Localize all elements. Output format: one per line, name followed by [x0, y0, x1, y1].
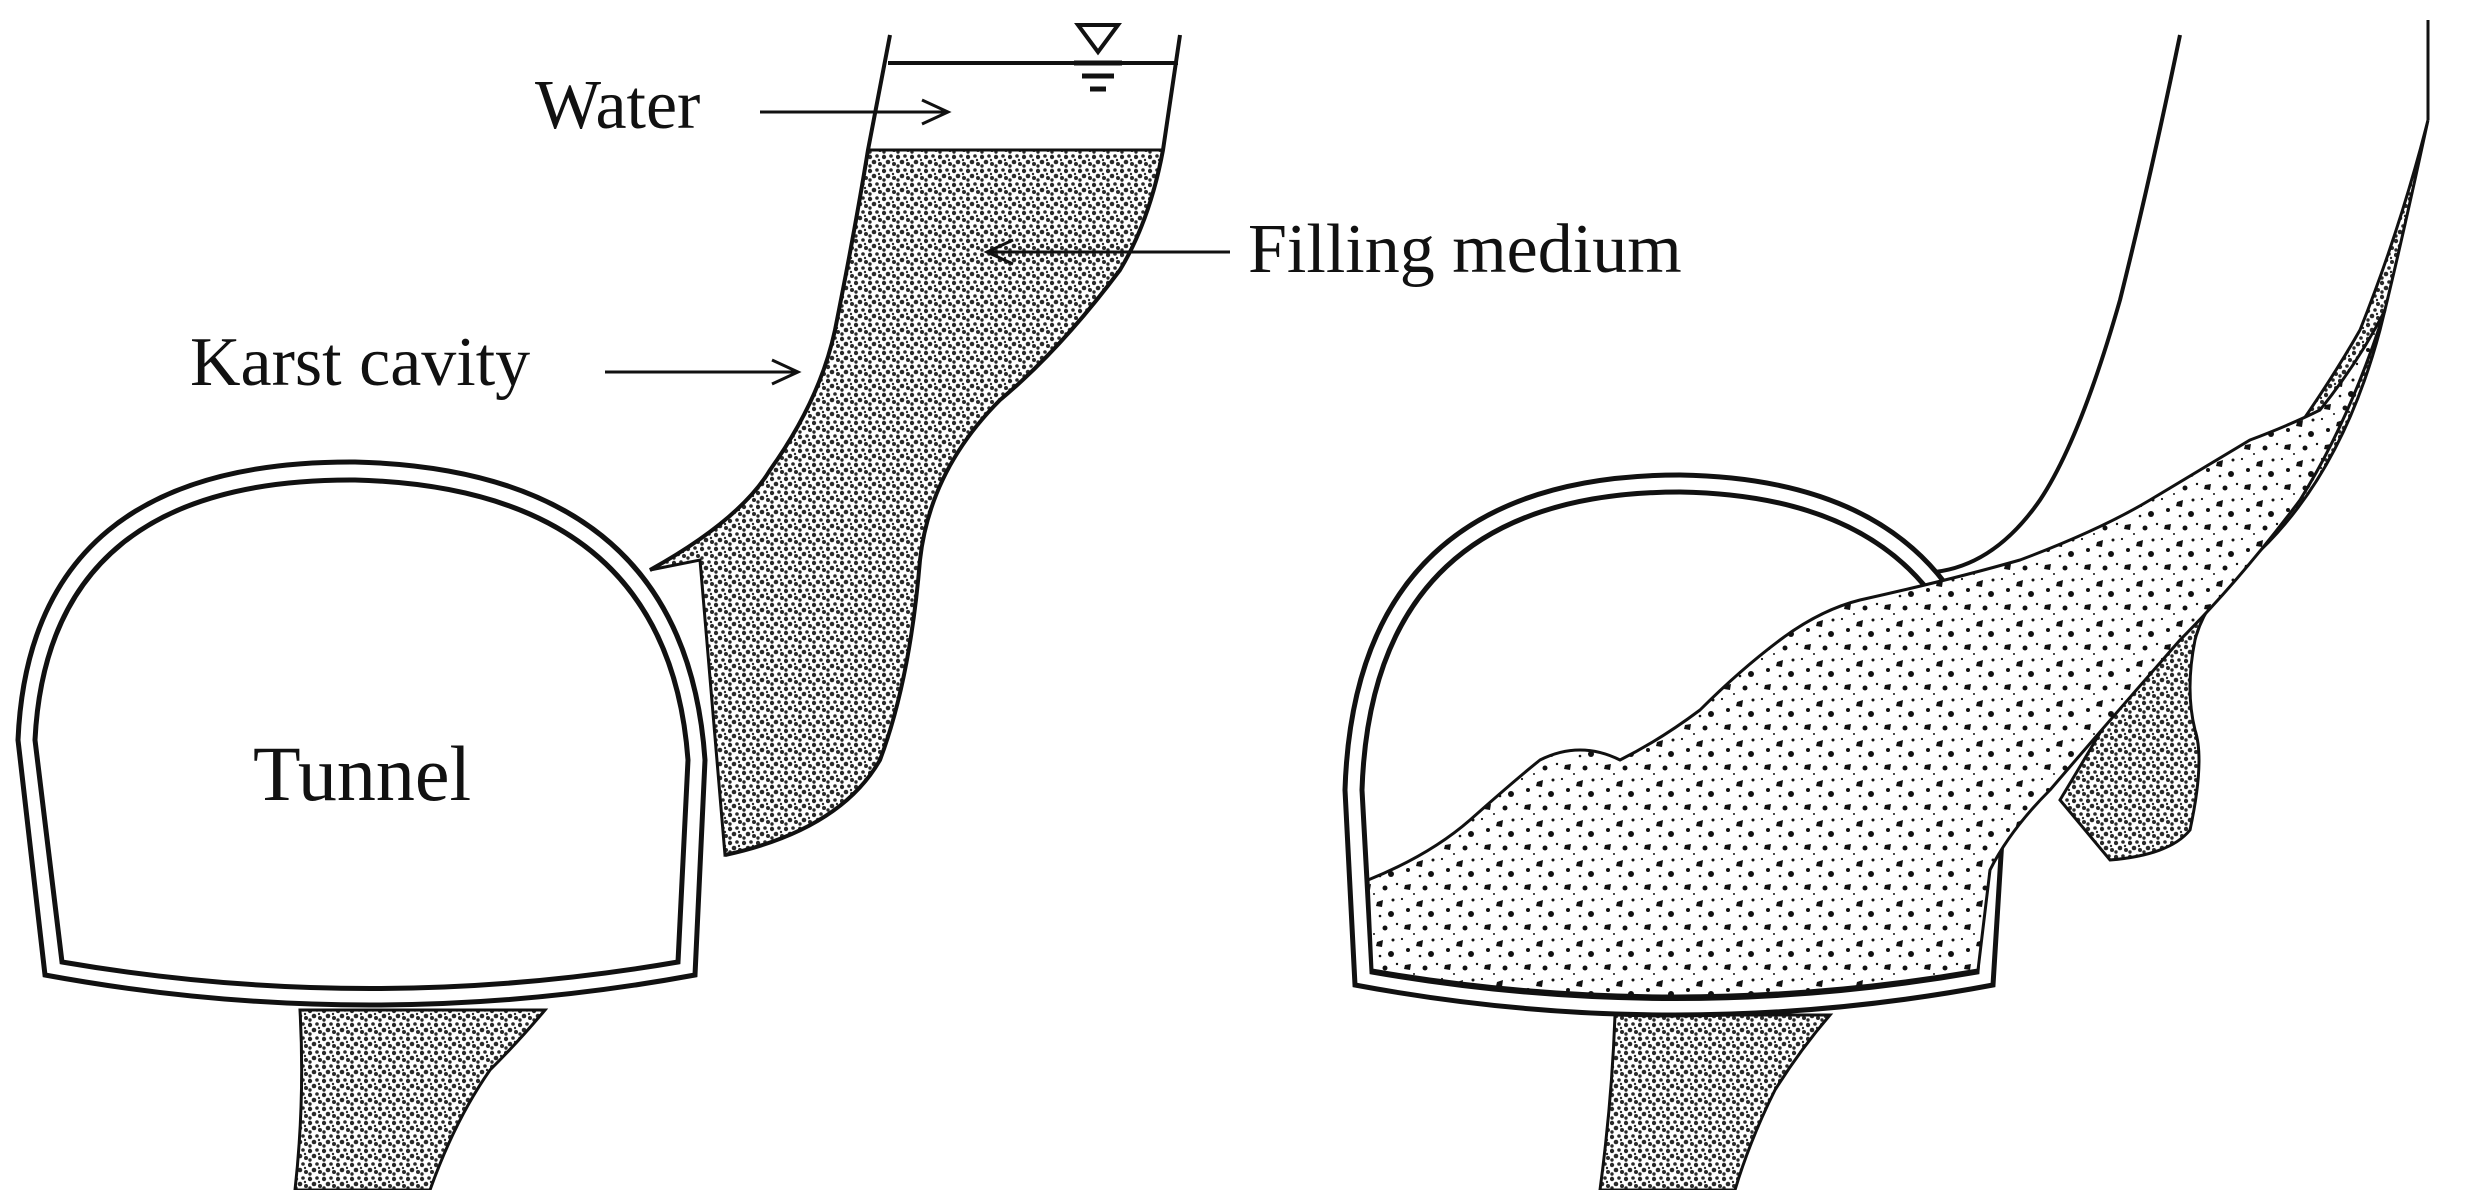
- right-panel-after-collapse: [1342, 20, 2430, 1192]
- water-level-symbol-icon: [1074, 23, 1122, 92]
- tunnel-lining-inner: [32, 477, 691, 991]
- filling-medium-arrow-head: [983, 238, 1014, 266]
- water-arrow-head: [921, 98, 952, 126]
- lower-karst-channel-right: [1598, 1013, 1834, 1192]
- filling-medium-region: [649, 148, 1165, 857]
- lower-karst-channel: [293, 1008, 549, 1192]
- label-karst-cavity: Karst cavity: [190, 324, 530, 401]
- collapsed-debris: [1366, 309, 2387, 998]
- remaining-filling-medium: [2058, 119, 2430, 862]
- karst-cavity-arrow-head: [771, 358, 802, 386]
- karst-cavity-left-wall: [649, 34, 892, 572]
- empty-cavity-wall: [1934, 34, 2182, 574]
- left-panel-before-collapse: Water Filling medium Karst cavity Tunnel: [15, 23, 1682, 1192]
- karst-cavity-right-wall: [724, 34, 1182, 857]
- label-tunnel: Tunnel: [253, 730, 471, 817]
- label-water: Water: [535, 67, 700, 144]
- label-filling-medium: Filling medium: [1248, 211, 1682, 288]
- karst-cavity-upper-water: [868, 35, 1180, 150]
